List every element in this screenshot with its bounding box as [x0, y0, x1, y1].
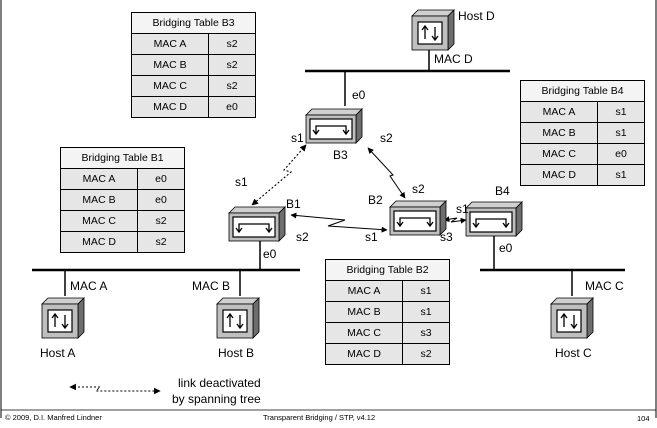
mac-b-label: MAC B	[192, 279, 230, 293]
legend-deactivated-link-icon	[69, 383, 161, 395]
link-b2-b4	[443, 216, 467, 224]
port-b4-s1: s1	[456, 202, 469, 216]
bridge-b2-label: B2	[368, 193, 383, 207]
footer-copyright: © 2009, D.I. Manfred Lindner	[5, 413, 102, 422]
port-b1-s1: s1	[235, 175, 248, 189]
bridge-b1-icon	[228, 206, 286, 242]
host-d-label: Host D	[458, 9, 495, 23]
table-title: Bridging Table B1	[60, 147, 185, 169]
port-b3-s1: s1	[291, 131, 304, 145]
host-d-icon	[411, 9, 455, 51]
table-title: Bridging Table B3	[131, 12, 256, 34]
port-b1-e0: e0	[263, 247, 277, 261]
link-b1-b2	[290, 212, 388, 233]
mac-d-label: MAC D	[434, 52, 473, 66]
table-title: Bridging Table B2	[325, 259, 450, 281]
bridge-b1-label: B1	[286, 197, 301, 211]
legend-line-1: link deactivated	[178, 376, 261, 390]
link-b3-b2	[367, 147, 406, 199]
port-b1-s2: s2	[296, 230, 309, 244]
bridge-b2-icon	[389, 200, 447, 236]
link-b3-b1-deactivated	[251, 144, 307, 206]
bridge-b3-icon	[305, 108, 363, 144]
host-c-label: Host C	[555, 346, 592, 360]
host-a-label: Host A	[40, 346, 75, 360]
footer-center: Transparent Bridging / STP, v4.12	[263, 413, 375, 422]
bridge-b4-label: B4	[495, 184, 510, 198]
mac-c-label: MAC C	[585, 279, 624, 293]
host-a-icon	[41, 297, 85, 339]
port-b2-s1: s1	[365, 230, 378, 244]
host-c-icon	[550, 297, 594, 339]
table-title: Bridging Table B4	[520, 80, 645, 102]
port-b2-s3: s3	[440, 230, 453, 244]
port-b2-s2: s2	[412, 182, 425, 196]
legend-line-2: by spanning tree	[172, 392, 261, 406]
bridge-b3-label: B3	[333, 148, 348, 162]
bridge-b4-icon	[465, 201, 523, 237]
port-b3-s2: s2	[380, 131, 393, 145]
host-b-icon	[216, 297, 260, 339]
footer-page-number: 104	[637, 414, 650, 423]
host-b-label: Host B	[218, 346, 254, 360]
mac-a-label: MAC A	[70, 279, 107, 293]
port-b3-e0: e0	[352, 88, 366, 102]
port-b4-e0: e0	[499, 241, 513, 255]
